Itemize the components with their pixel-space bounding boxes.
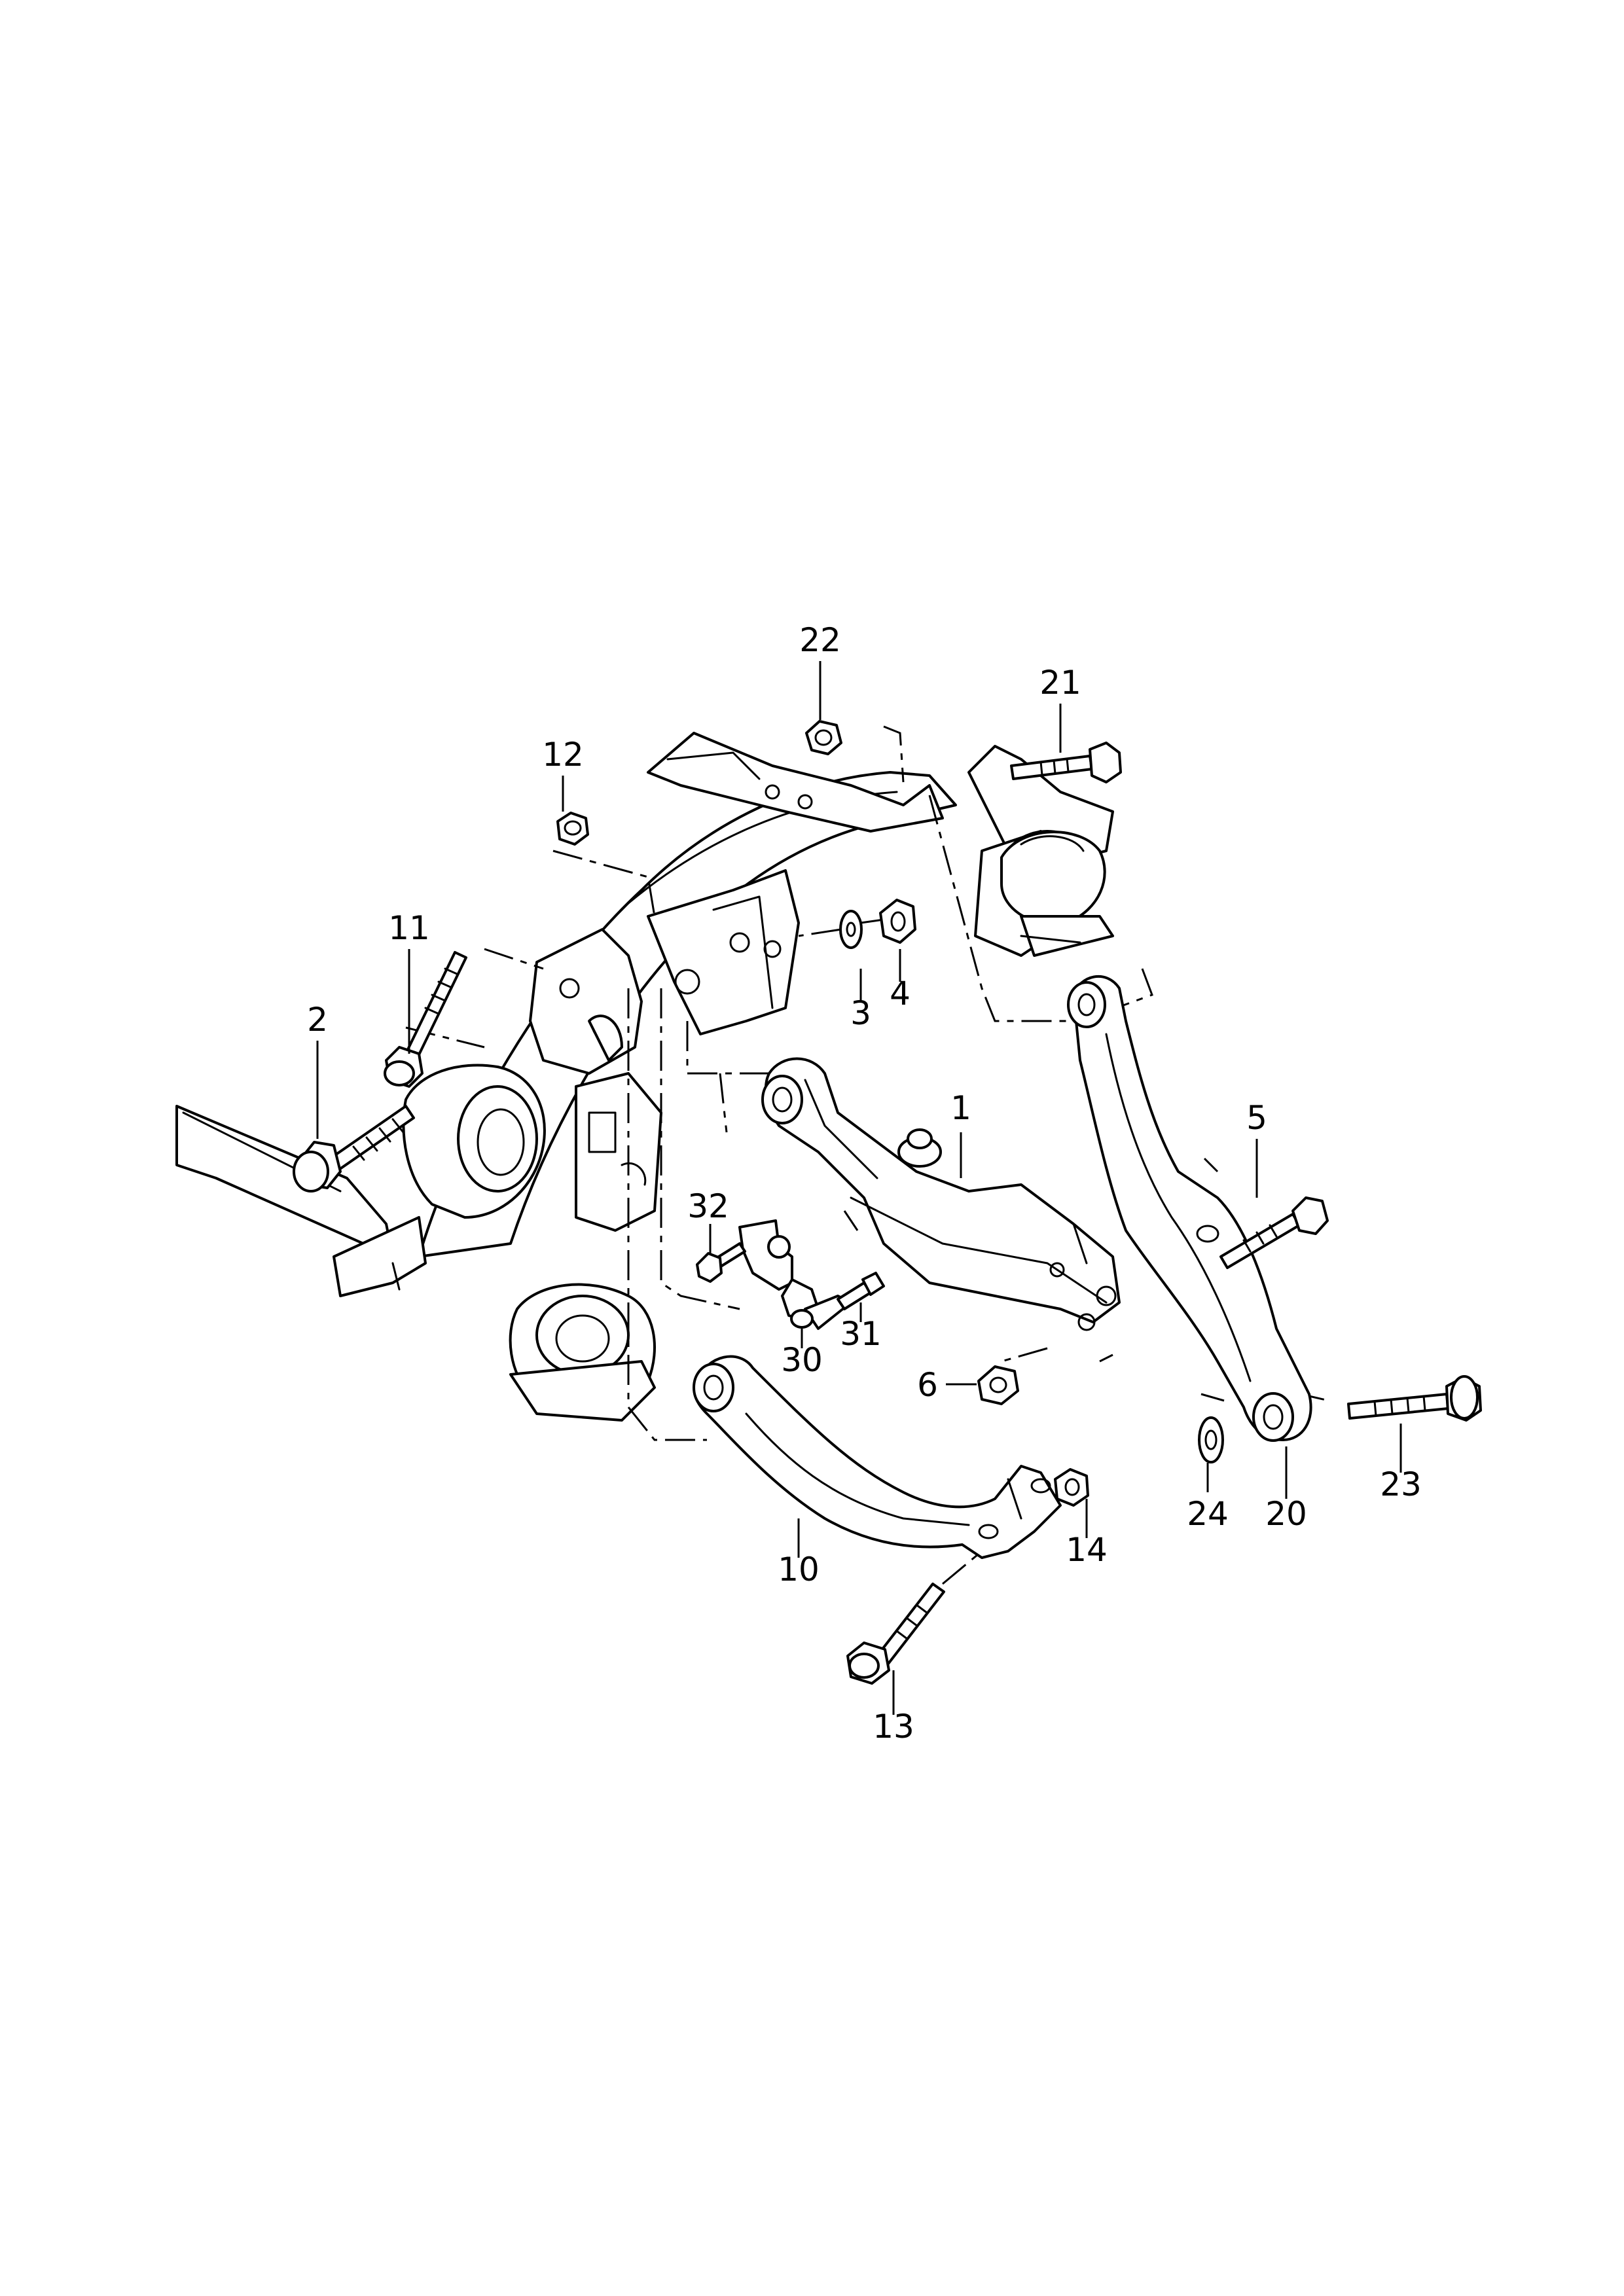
callout-13: 13 [873, 1708, 914, 1746]
callout-6: 6 [917, 1366, 938, 1404]
callout-14: 14 [1066, 1531, 1108, 1569]
callout-4: 4 [890, 975, 911, 1013]
washer-3 [839, 910, 863, 949]
bolt-2 [293, 1105, 415, 1193]
callout-20: 20 [1265, 1495, 1307, 1533]
part-10-control-arm [693, 1355, 1062, 1559]
bolt-11 [384, 951, 467, 1088]
bolt-23 [1347, 1375, 1482, 1422]
callout-1: 1 [950, 1089, 971, 1127]
bolt-21 [1010, 742, 1122, 783]
callout-31: 31 [840, 1315, 882, 1353]
part-20-link [1067, 975, 1312, 1442]
assembly-lines [405, 725, 1329, 1585]
callout-11: 11 [388, 909, 430, 947]
callout-24: 24 [1187, 1495, 1229, 1533]
nut-12 [556, 812, 589, 846]
callout-labels: 1 2 3 4 5 6 10 11 12 13 14 20 21 22 23 2… [307, 621, 1422, 1746]
leader-lines [316, 661, 1402, 1715]
callout-2: 2 [307, 1001, 328, 1039]
nut-22 [805, 720, 842, 755]
bolt-13 [846, 1583, 945, 1685]
nut-4 [879, 899, 916, 944]
callout-3: 3 [850, 994, 871, 1032]
callout-23: 23 [1380, 1465, 1422, 1503]
subframe [175, 732, 1114, 1422]
part-30-sensor-link [738, 1219, 852, 1330]
bolt-31 [837, 1272, 885, 1310]
callout-5: 5 [1246, 1099, 1267, 1137]
callout-10: 10 [778, 1551, 820, 1588]
bolt-5 [1219, 1196, 1329, 1269]
part-1-lower-control-arm [761, 1057, 1121, 1331]
bolt-32 [696, 1242, 746, 1283]
washer-24 [1198, 1416, 1224, 1463]
callout-22: 22 [799, 621, 841, 659]
nut-14 [1054, 1468, 1089, 1507]
callout-32: 32 [687, 1187, 729, 1225]
callout-30: 30 [781, 1341, 823, 1379]
callout-21: 21 [1039, 664, 1081, 702]
callout-12: 12 [542, 736, 584, 774]
nut-6 [977, 1365, 1019, 1405]
